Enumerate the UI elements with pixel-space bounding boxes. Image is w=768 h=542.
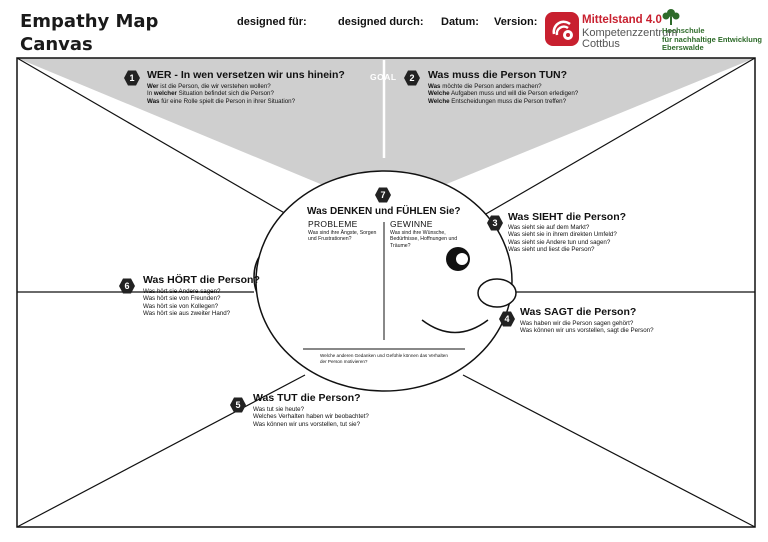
sieht-questions: Was sieht sie auf dem Markt? Was sieht s… [508, 224, 617, 253]
sagt-title: Was SAGT die Person? [520, 306, 636, 318]
sieht-title: Was SIEHT die Person? [508, 211, 626, 223]
probleme-heading: PROBLEME [308, 219, 358, 229]
denken-bottom-note: Welche anderen Gedanken und Gefühle könn… [320, 353, 450, 366]
tut-questions: Was tut sie heute? Welches Verhalten hab… [253, 406, 369, 428]
hoert-questions: Was hört sie Andere sagen? Was hört sie … [143, 288, 230, 317]
sagt-questions: Was haben wir die Person sagen gehört? W… [520, 320, 654, 335]
diagonal-bottom-right [463, 375, 755, 527]
nose [478, 279, 516, 307]
tun-title: Was muss die Person TUN? [428, 69, 567, 81]
gewinne-question: Was sind ihre Wünsche, Bedürfnisse, Hoff… [390, 230, 462, 249]
denken-title: Was DENKEN und FÜHLEN Sie? [307, 206, 461, 217]
wer-questions: Wer ist die Person, die wir verstehen wo… [147, 83, 295, 105]
goal-label: GOAL [370, 72, 397, 82]
tun-questions: Was möchte die Person anders machen? Wel… [428, 83, 578, 105]
wer-title: WER - In wen versetzen wir uns hinein? [147, 69, 345, 81]
probleme-question: Was sind ihre Ängste, Sorgen und Frustra… [308, 230, 380, 243]
gewinne-heading: GEWINNE [390, 219, 433, 229]
eye-highlight [456, 253, 468, 265]
hoert-title: Was HÖRT die Person? [143, 274, 260, 286]
tut-title: Was TUT die Person? [253, 392, 361, 404]
